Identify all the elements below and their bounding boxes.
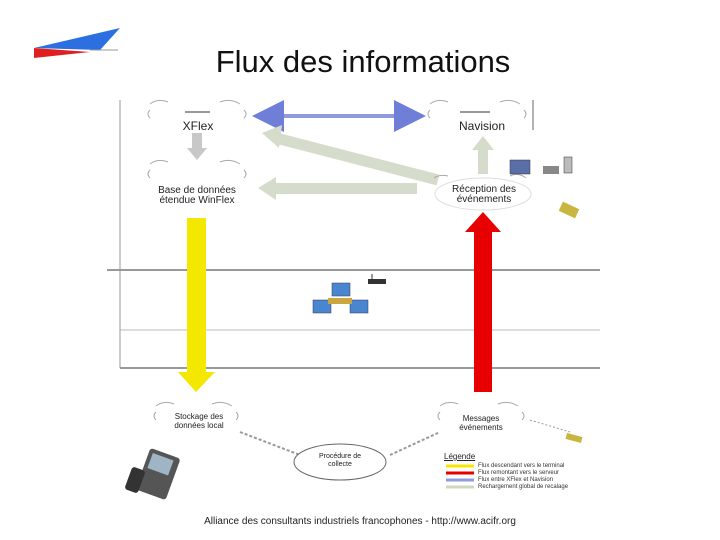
downward-flow-arrow — [187, 218, 206, 373]
messages-node-glyph — [437, 401, 525, 421]
collect-link — [389, 431, 441, 456]
navision-label: Navision — [458, 119, 506, 133]
logo-icon — [34, 28, 120, 58]
collect-link — [239, 431, 301, 456]
handheld-terminal-icon — [125, 448, 180, 500]
network-icon — [312, 274, 386, 314]
mobile-terminal-icon-small — [558, 201, 583, 443]
reload-arrow — [274, 132, 440, 186]
base-node-glyph — [147, 159, 247, 179]
upward-flow-arrow — [474, 230, 492, 392]
reception-base-arrow — [272, 183, 417, 194]
messages-label: Messages événements — [459, 414, 503, 432]
footer-text: Alliance des consultants industriels fra… — [204, 516, 516, 527]
legend-item: Flux remontant vers le serveur — [478, 470, 560, 476]
legend-item: Flux entre XFlex et Navision — [478, 477, 554, 483]
legend-title: Légende — [444, 452, 476, 461]
base-winflex-label: Base de données étendue WinFlex — [158, 185, 236, 206]
computer-icon — [509, 156, 573, 175]
page-title: Flux des informations — [215, 44, 511, 79]
reception-label: Réception des événements — [452, 184, 516, 205]
xflex-node-glyph — [147, 99, 247, 119]
legend-item: Flux descendant vers le terminal — [478, 463, 565, 469]
legend-item: Rechargement global de recalage — [478, 484, 569, 490]
reception-node-glyph — [433, 173, 527, 179]
procedure-label: Procédure de collecte — [318, 453, 362, 468]
xflex-base-arrow — [192, 133, 202, 149]
stockage-node-glyph — [153, 401, 239, 421]
stockage-label: Stockage des données local — [174, 412, 224, 430]
xflex-label: XFlex — [182, 119, 214, 133]
procedure-ellipse — [293, 443, 387, 481]
reception-navision-arrow — [478, 148, 488, 174]
navision-node-glyph — [427, 99, 527, 119]
reception-ellipse — [434, 177, 532, 211]
